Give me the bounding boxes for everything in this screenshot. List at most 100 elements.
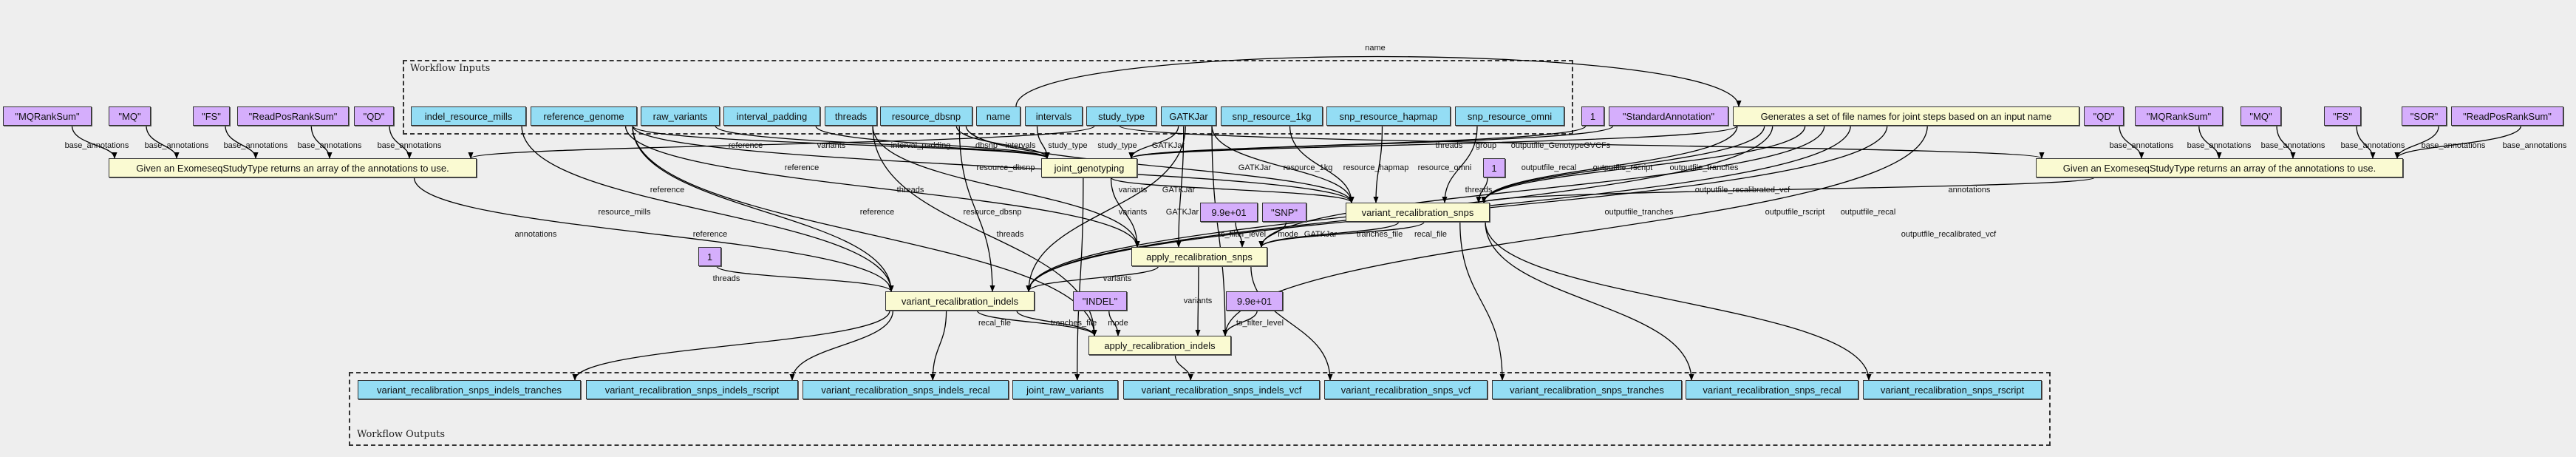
node-label: resource_dbsnp — [891, 110, 961, 122]
constant-node-9-9e-01[interactable]: 9.9e+01 — [1226, 291, 1283, 311]
workflow-outputs-label: Workflow Outputs — [357, 429, 445, 440]
edge-label: outputfile_rscript — [1593, 163, 1653, 172]
output-node-variant-recalibration-snps-tranches[interactable]: variant_recalibration_snps_tranches — [1492, 380, 1682, 399]
edge-label: outputfile_tranches — [1605, 208, 1674, 217]
output-node-joint-raw-variants[interactable]: joint_raw_variants — [1012, 380, 1118, 399]
input-node-interval-padding[interactable]: interval_padding — [723, 106, 820, 126]
output-node-variant-recalibration-snps-indels-rscrip[interactable]: variant_recalibration_snps_indels_rscrip… — [586, 380, 798, 399]
input-node-raw-variants[interactable]: raw_variants — [641, 106, 720, 126]
input-node-snp-resource-1kg[interactable]: snp_resource_1kg — [1221, 106, 1323, 126]
step-node-variant-recalibration-indels[interactable]: variant_recalibration_indels — [885, 291, 1035, 311]
input-node-snp-resource-omni[interactable]: snp_resource_omni — [1455, 106, 1564, 126]
output-node-variant-recalibration-snps-indels-vcf[interactable]: variant_recalibration_snps_indels_vcf — [1123, 380, 1320, 399]
edge — [632, 125, 1097, 336]
edge — [1289, 125, 1355, 203]
constant-node-indel[interactable]: "INDEL" — [1073, 291, 1127, 311]
input-node-name[interactable]: name — [976, 106, 1020, 126]
node-label: Given an ExomeseqStudyType returns an ar… — [136, 162, 449, 174]
constant-node-sor[interactable]: "SOR" — [2402, 106, 2447, 126]
node-label: variant_recalibration_snps_indels_recal — [821, 384, 990, 396]
edge-label: resource_1kg — [1284, 163, 1333, 172]
edge-label: reference — [693, 230, 727, 239]
step-node-generates-a-set-of-file-names-for-joint-[interactable]: Generates a set of file names for joint … — [1733, 106, 2079, 126]
edge-label: recal_file — [978, 319, 1011, 328]
constant-node-mq[interactable]: "MQ" — [109, 106, 151, 126]
node-label: "StandardAnnotation" — [1622, 110, 1715, 122]
input-node-study-type[interactable]: study_type — [1086, 106, 1156, 126]
output-node-variant-recalibration-snps-indels-recal[interactable]: variant_recalibration_snps_indels_recal — [803, 380, 1009, 399]
step-node-variant-recalibration-snps[interactable]: variant_recalibration_snps — [1346, 203, 1490, 222]
edge-label: resource_hapmap — [1343, 163, 1409, 172]
edge — [789, 310, 894, 381]
constant-node-standardannotation[interactable]: "StandardAnnotation" — [1609, 106, 1728, 126]
edge-label: name — [1365, 44, 1386, 53]
constant-node-fs[interactable]: "FS" — [2324, 106, 2361, 126]
node-label: Given an ExomeseqStudyType returns an ar… — [2062, 162, 2376, 174]
edge — [225, 125, 259, 159]
edge-label: threads — [1436, 141, 1463, 150]
node-label: reference_genome — [543, 110, 624, 122]
workflow-outputs-cluster — [349, 372, 2051, 446]
edge-label: threads — [713, 274, 740, 283]
workflow-inputs-label: Workflow Inputs — [410, 63, 491, 74]
edge — [632, 125, 1355, 203]
edge-label: mode — [1278, 230, 1298, 239]
node-label: 1 — [706, 251, 713, 263]
node-label: "QD" — [363, 110, 385, 122]
input-node-indel-resource-mills[interactable]: indel_resource_mills — [411, 106, 526, 126]
edge-label: interval_padding — [891, 141, 951, 150]
edge-label: variants — [1119, 208, 1148, 217]
step-node-given-an-exomeseqstudytype-returns-an-ar[interactable]: Given an ExomeseqStudyType returns an ar… — [2036, 158, 2403, 177]
edge — [1258, 125, 1825, 248]
edge-label: resource_mills — [599, 208, 651, 217]
step-node-given-an-exomeseqstudytype-returns-an-ar[interactable]: Given an ExomeseqStudyType returns an ar… — [109, 158, 477, 177]
edge — [632, 125, 1050, 159]
edge — [1119, 125, 2045, 159]
constant-node-qd[interactable]: "QD" — [354, 106, 394, 126]
input-node-threads[interactable]: threads — [825, 106, 877, 126]
input-node-resource-dbsnp[interactable]: resource_dbsnp — [880, 106, 972, 126]
edge-label: GATKJar — [1238, 163, 1272, 172]
edge — [146, 125, 180, 159]
step-node-joint-genotyping[interactable]: joint_genotyping — [1041, 158, 1137, 177]
edge — [1026, 265, 1159, 292]
edge — [2394, 125, 2522, 159]
edge — [572, 310, 890, 381]
node-label: variant_recalibration_snps_tranches — [1510, 384, 1664, 396]
node-label: name — [986, 110, 1011, 122]
constant-node-1[interactable]: 1 — [1483, 158, 1505, 177]
edge-label: base_annotations — [2110, 141, 2174, 150]
constant-node-mq[interactable]: "MQ" — [2241, 106, 2281, 126]
edge — [2198, 125, 2222, 159]
output-node-variant-recalibration-snps-vcf[interactable]: variant_recalibration_snps_vcf — [1324, 380, 1488, 399]
constant-node-1[interactable]: 1 — [1581, 106, 1604, 126]
input-node-snp-resource-hapmap[interactable]: snp_resource_hapmap — [1326, 106, 1451, 126]
edge-label: outputfile_recal — [1522, 163, 1577, 172]
edge-label: base_annotations — [145, 141, 209, 150]
input-node-gatkjar[interactable]: GATKJar — [1161, 106, 1216, 126]
edge — [1015, 55, 1742, 107]
constant-node-readposranksum[interactable]: "ReadPosRankSum" — [2451, 106, 2563, 126]
constant-node-9-9e-01[interactable]: 9.9e+01 — [1200, 203, 1258, 222]
node-label: snp_resource_hapmap — [1339, 110, 1438, 122]
edge — [632, 125, 894, 292]
constant-node-1[interactable]: 1 — [698, 247, 721, 266]
output-node-variant-recalibration-snps-rscript[interactable]: variant_recalibration_snps_rscript — [1863, 380, 2042, 399]
constant-node-mqranksum[interactable]: "MQRankSum" — [2135, 106, 2223, 126]
constant-node-snp[interactable]: "SNP" — [1262, 203, 1306, 222]
constant-node-fs[interactable]: "FS" — [193, 106, 230, 126]
output-node-variant-recalibration-snps-indels-tranch[interactable]: variant_recalibration_snps_indels_tranch… — [358, 380, 581, 399]
step-node-apply-recalibration-snps[interactable]: apply_recalibration_snps — [1131, 247, 1267, 266]
edge — [521, 125, 894, 292]
edge-label: outputfile_rscript — [1765, 208, 1825, 217]
constant-node-readposranksum[interactable]: "ReadPosRankSum" — [237, 106, 349, 126]
edge — [1485, 221, 1694, 381]
constant-node-qd[interactable]: "QD" — [2084, 106, 2124, 126]
edge — [1211, 125, 1228, 336]
output-node-variant-recalibration-snps-recal[interactable]: variant_recalibration_snps_recal — [1686, 380, 1858, 399]
edge-label: reference — [729, 141, 763, 150]
input-node-intervals[interactable]: intervals — [1025, 106, 1083, 126]
step-node-apply-recalibration-indels[interactable]: apply_recalibration_indels — [1088, 336, 1231, 355]
constant-node-mqranksum[interactable]: "MQRankSum" — [3, 106, 92, 126]
input-node-reference-genome[interactable]: reference_genome — [531, 106, 637, 126]
